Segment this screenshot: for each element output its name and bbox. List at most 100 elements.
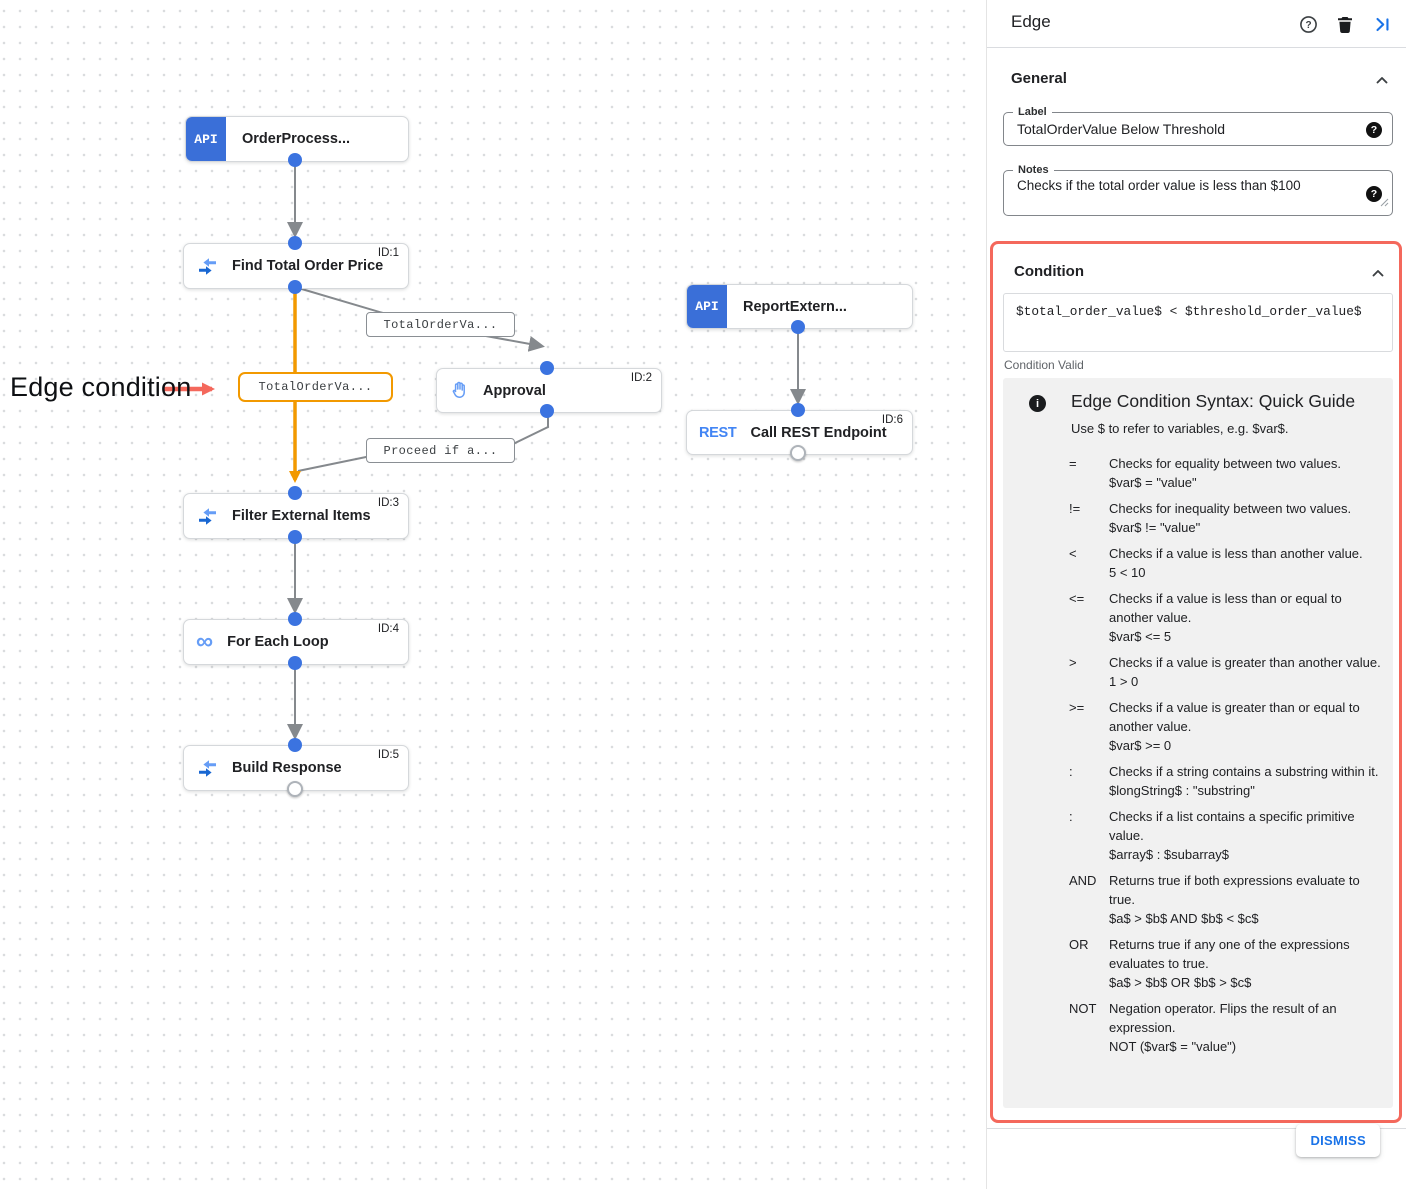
condition-section-heading: Condition [1014,263,1084,280]
operator-example: $var$ = "value" [1109,475,1197,490]
connector-orderprocess-out[interactable] [288,153,302,167]
node-report-external-trigger[interactable]: API ReportExtern... [686,284,913,329]
operator-description-text: Negation operator. Flips the result of a… [1109,1001,1337,1035]
operator-symbol: < [1069,546,1077,561]
connector-filter-in[interactable] [288,486,302,500]
syntax-guide-rows: = Checks for equality between two values… [1003,454,1393,1056]
operator-symbol: != [1069,501,1081,516]
loop-icon: ∞ [196,628,214,655]
connector-build-in[interactable] [288,738,302,752]
label-field-tag: Label [1013,106,1052,118]
node-for-each-loop[interactable]: ∞ For Each Loop ID:4 [183,619,409,665]
connector-approval-out[interactable] [540,404,554,418]
node-title: Call REST Endpoint [750,424,887,441]
node-title: OrderProcess... [242,131,350,147]
operator-symbol: : [1069,809,1073,824]
data-mapping-icon [197,257,218,275]
syntax-guide-row: < Checks if a value is less than another… [1003,544,1393,582]
footer-divider [987,1128,1406,1129]
guide-title: Edge Condition Syntax: Quick Guide [1071,391,1356,411]
condition-expression-box[interactable]: $total_order_value$ < $threshold_order_v… [1003,293,1393,352]
help-icon[interactable]: ? [1298,14,1318,34]
node-id-badge: ID:2 [630,372,652,384]
edge-label-total-order-value[interactable]: TotalOrderVa... [366,312,515,337]
connector-rest-out-empty[interactable] [790,445,806,461]
operator-example: $array$ : $subarray$ [1109,847,1229,862]
data-mapping-icon [197,759,218,777]
resize-handle-icon[interactable] [1380,194,1389,212]
connector-build-out-empty[interactable] [287,781,303,797]
dismiss-button[interactable]: DISMISS [1296,1124,1380,1157]
data-mapping-icon [197,507,218,525]
edge-label-proceed-if[interactable]: Proceed if a... [366,438,515,463]
connector-filter-out[interactable] [288,530,302,544]
connector-find-in[interactable] [288,236,302,250]
edge-label-total-order-value-selected[interactable]: TotalOrderVa... [238,372,393,402]
notes-input[interactable]: Checks if the total order value is less … [1004,171,1351,212]
connector-foreach-in[interactable] [288,612,302,626]
label-help-icon[interactable]: ? [1366,122,1382,138]
node-title: Build Response [232,760,342,776]
connector-foreach-out[interactable] [288,656,302,670]
operator-symbol: = [1069,456,1077,471]
notes-field-tag: Notes [1013,164,1054,176]
connector-find-out[interactable] [288,280,302,294]
notes-help-icon[interactable]: ? [1366,186,1382,202]
panel-title: Edge [1011,12,1051,31]
operator-description: Checks if a value is less than another v… [1109,544,1383,582]
operator-description: Checks if a list contains a specific pri… [1109,807,1383,864]
operator-description: Checks if a string contains a substring … [1109,762,1383,800]
collapse-condition-chevron-icon[interactable] [1370,265,1386,281]
operator-description-text: Returns true if any one of the expressio… [1109,937,1350,971]
label-input[interactable] [1004,113,1351,137]
operator-symbol: <= [1069,591,1085,606]
condition-highlight-box: Condition $total_order_value$ < $thresho… [990,241,1402,1123]
operator-symbol: > [1069,655,1077,670]
operator-symbol: NOT [1069,1001,1097,1016]
syntax-guide-row: <= Checks if a value is less than or equ… [1003,589,1393,646]
condition-expression-input[interactable]: $total_order_value$ < $threshold_order_v… [1004,294,1384,344]
general-section-heading: General [1011,70,1067,87]
operator-description-text: Checks for equality between two values. [1109,456,1341,471]
syntax-guide-row: = Checks for equality between two values… [1003,454,1393,492]
operator-description-text: Checks if a value is less than another v… [1109,546,1363,561]
syntax-guide-row: NOT Negation operator. Flips the result … [1003,999,1393,1056]
collapse-panel-icon[interactable] [1372,14,1392,34]
syntax-guide-row: AND Returns true if both expressions eva… [1003,871,1393,928]
flow-canvas[interactable]: API OrderProcess... Find Total Order Pri… [0,0,975,1189]
svg-text:?: ? [1305,20,1311,31]
delete-edge-icon[interactable] [1335,14,1355,34]
connector-approval-in[interactable] [540,361,554,375]
syntax-guide-row: >= Checks if a value is greater than or … [1003,698,1393,755]
operator-example: $a$ > $b$ OR $b$ > $c$ [1109,975,1252,990]
operator-symbol: : [1069,764,1073,779]
condition-valid-status: Condition Valid [1004,358,1084,372]
operator-description: Returns true if both expressions evaluat… [1109,871,1383,928]
node-id-badge: ID:3 [377,497,399,509]
operator-description-text: Returns true if both expressions evaluat… [1109,873,1360,907]
hand-icon [450,381,469,401]
syntax-guide-row: OR Returns true if any one of the expres… [1003,935,1393,992]
node-id-badge: ID:1 [377,247,399,259]
operator-description: Checks if a value is greater than anothe… [1109,653,1383,691]
edge-config-panel: Edge ? General [986,0,1406,1189]
label-field[interactable]: Label ? [1003,106,1393,146]
syntax-guide-row: : Checks if a list contains a specific p… [1003,807,1393,864]
operator-description-text: Checks if a value is less than or equal … [1109,591,1342,625]
api-trigger-icon: API [687,285,727,328]
operator-example: 1 > 0 [1109,674,1139,689]
operator-example: 5 < 10 [1109,565,1146,580]
connector-rest-in[interactable] [791,403,805,417]
node-title: For Each Loop [227,634,329,650]
notes-field[interactable]: Notes Checks if the total order value is… [1003,164,1393,216]
operator-symbol: >= [1069,700,1085,715]
operator-description-text: Checks if a value is greater than or equ… [1109,700,1360,734]
operator-example: $var$ >= 0 [1109,738,1172,753]
connector-report-out[interactable] [791,320,805,334]
guide-subtitle: Use $ to refer to variables, e.g. $var$. [1071,421,1289,436]
operator-description-text: Checks if a value is greater than anothe… [1109,655,1381,670]
header-divider [987,47,1406,48]
node-title: Approval [483,382,546,399]
syntax-guide-row: : Checks if a string contains a substrin… [1003,762,1393,800]
collapse-general-chevron-icon[interactable] [1374,72,1390,88]
